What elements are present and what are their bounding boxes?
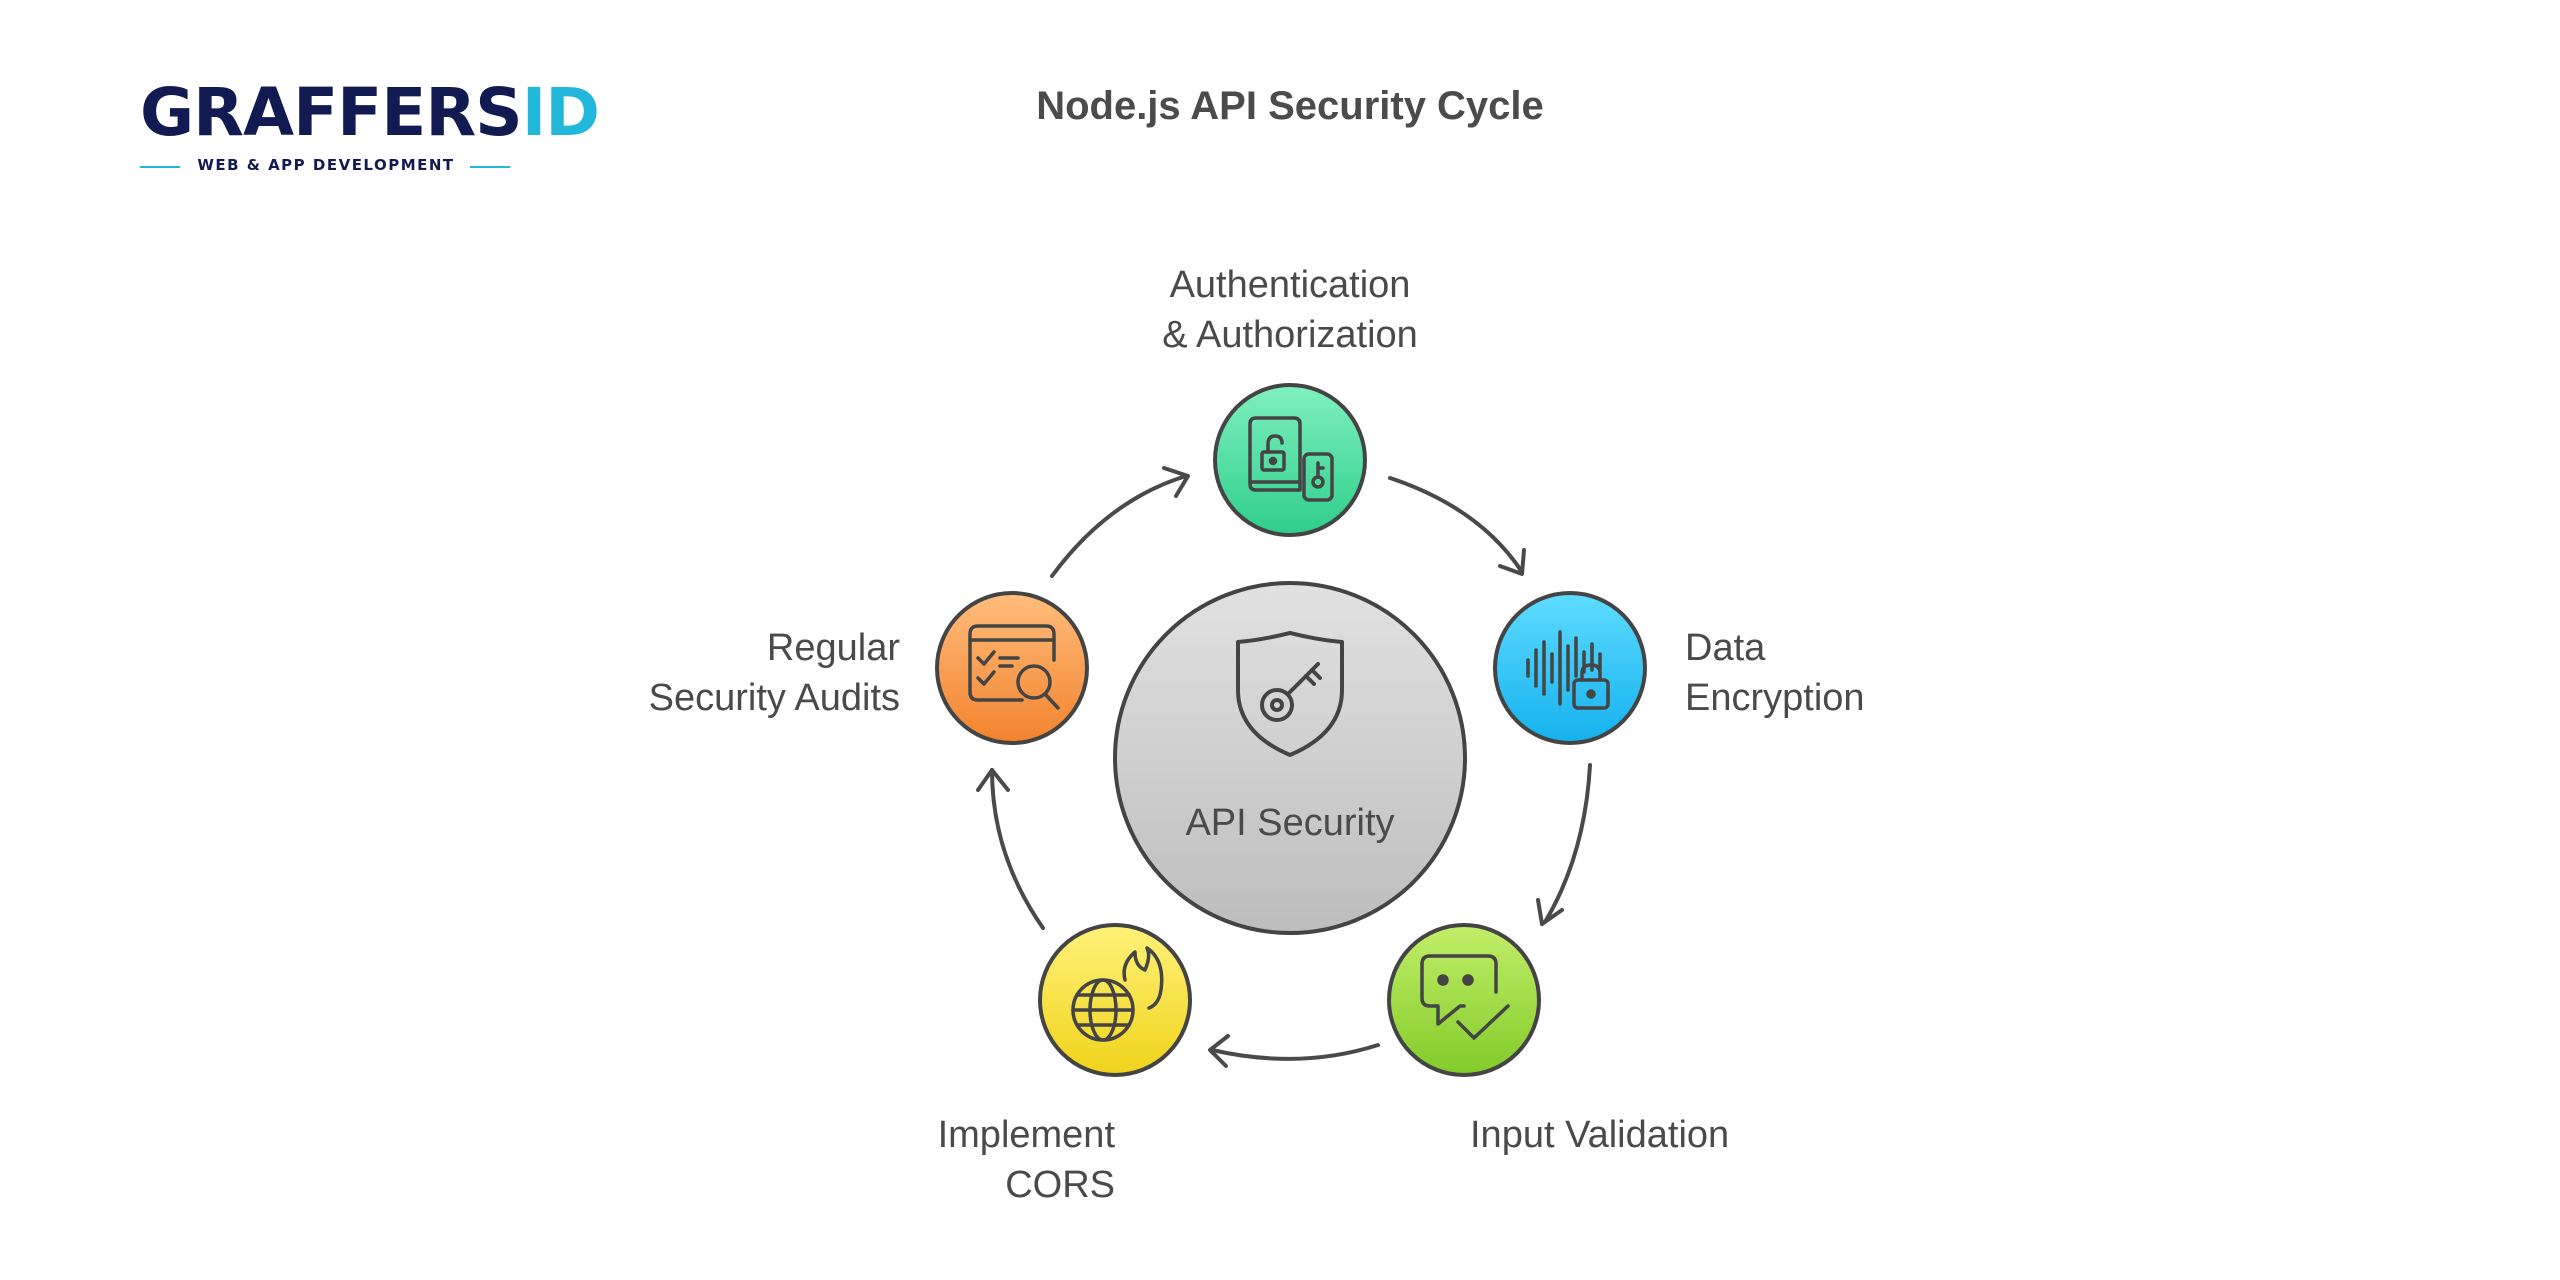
logo-rule-right (470, 166, 510, 168)
lock-key-document-icon (1248, 416, 1334, 502)
arrow-audits-to-auth (1050, 466, 1190, 578)
arrow-validation-to-cors (1208, 1034, 1380, 1068)
label-cors-line2: CORS (1005, 1164, 1115, 1206)
label-encryption: Data Encryption (1685, 623, 2085, 723)
arrow-encryption-to-validation (1536, 763, 1592, 926)
label-cors-line1: Implement (937, 1114, 1115, 1156)
brand-logo: GRAFFERSID WEB & APP DEVELOPMENT (140, 80, 600, 180)
label-encryption-line2: Encryption (1685, 677, 1865, 719)
logo-rule-left (140, 166, 180, 168)
chat-check-icon (1420, 954, 1510, 1040)
label-auth-line1: Authentication (1169, 264, 1411, 306)
arrow-auth-to-encryption (1388, 476, 1526, 576)
waveform-lock-icon (1526, 630, 1610, 710)
label-audits-line2: Security Audits (648, 677, 900, 719)
label-validation: Input Validation (1470, 1110, 1890, 1160)
label-validation-line1: Input Validation (1470, 1114, 1730, 1156)
label-auth: Authentication & Authorization (1090, 260, 1490, 360)
label-audits: Regular Security Audits (500, 623, 900, 723)
node-auth (1213, 383, 1367, 537)
label-encryption-line1: Data (1685, 627, 1766, 669)
node-cors (1038, 923, 1192, 1077)
cycle-arrows (976, 466, 1592, 1068)
label-auth-line2: & Authorization (1162, 314, 1418, 356)
center-label: API Security (1185, 802, 1394, 844)
node-encryption (1493, 591, 1647, 745)
arrow-cors-to-audits (976, 768, 1045, 930)
center-hub: API Security (1113, 581, 1467, 935)
logo-tagline: WEB & APP DEVELOPMENT (197, 156, 455, 174)
node-audits (935, 591, 1089, 745)
node-validation (1387, 923, 1541, 1077)
browser-search-icon (968, 624, 1060, 710)
logo-wordmark: GRAFFERSID (140, 74, 600, 151)
label-audits-line1: Regular (766, 627, 900, 669)
globe-fire-icon (1071, 946, 1164, 1042)
shield-key-icon (1236, 631, 1344, 757)
label-cors: Implement CORS (715, 1110, 1115, 1210)
page-title: Node.js API Security Cycle (1036, 84, 1544, 128)
